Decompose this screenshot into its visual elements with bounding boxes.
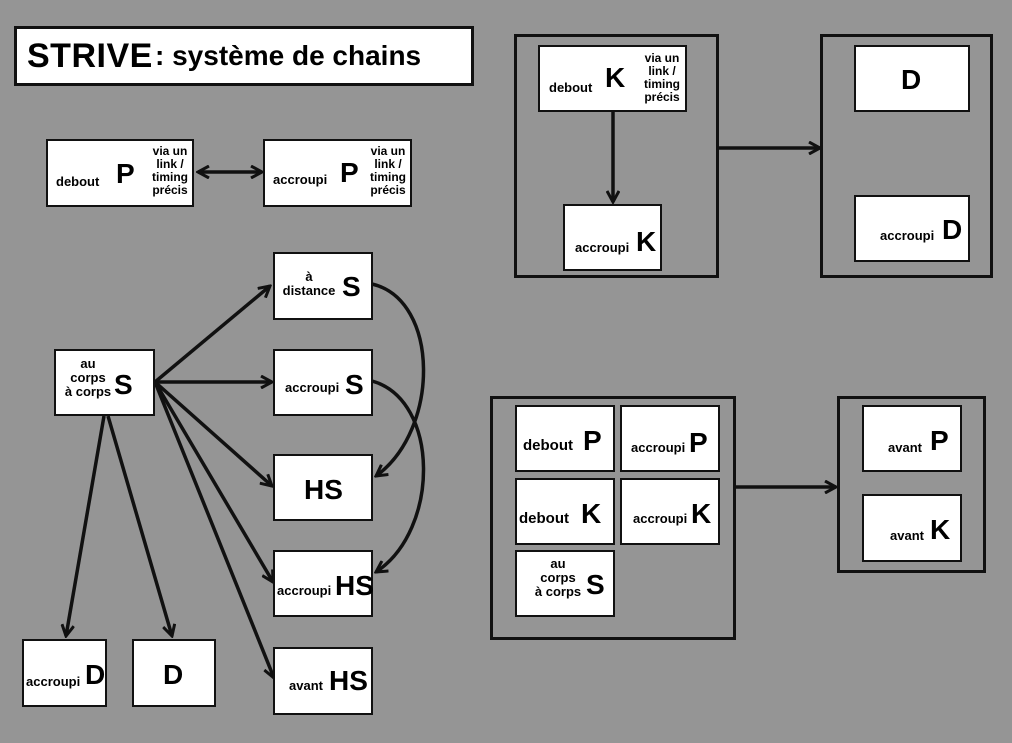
frame-k-chain [514,34,719,278]
node-key: D [85,659,106,690]
frame-avant [837,396,986,573]
node-group-debout-p: debout P [515,405,615,472]
node-group-debout-k: debout K [515,478,615,545]
node-key: HS [304,474,343,505]
node-key: D [942,214,963,245]
node-accroupi-k: accroupi K [563,204,662,271]
node-d-bottom: D [132,639,216,707]
node-label: au corps à corps [534,556,582,599]
node-label: avant [888,440,922,455]
node-label: accroupi [880,228,935,243]
node-corps-s: au corps à corps S [54,349,155,416]
arrow-corps-to-distance-s [153,286,270,384]
node-accroupi-d-top: accroupi D [854,195,970,262]
node-label: accroupi [285,380,340,395]
node-label: accroupi [273,172,328,187]
node-label: debout [549,80,593,95]
node-key: K [691,498,712,529]
arrow-corps-to-d [106,415,172,636]
title-rest: : système de chains [155,40,422,71]
frame-normals-group [490,396,736,640]
arrow-corps-to-accroupi-hs [153,381,273,582]
node-accroupi-p: accroupi P via un link / timing précis [263,139,412,207]
node-key: P [689,427,708,458]
node-key: S [342,271,361,302]
node-label: à distance [282,269,336,298]
node-key: S [345,369,364,400]
node-debout-p: debout P via un link / timing précis [46,139,194,207]
frame-d-chain [820,34,993,278]
node-label: debout [56,174,100,189]
curve-distance-s-to-hs [371,282,426,476]
node-label: accroupi [633,511,688,526]
node-label: accroupi [277,583,332,598]
node-label: accroupi [631,440,686,455]
node-label: accroupi [575,240,630,255]
page-title: STRIVE : système de chains [14,26,474,86]
node-group-accroupi-p: accroupi P [620,405,720,472]
node-hs: HS [273,454,373,521]
node-note: via un link / timing précis [644,51,680,104]
node-label: debout [519,510,569,527]
node-key: K [636,226,657,257]
node-d-top: D [854,45,970,112]
node-label: avant [890,528,924,543]
node-note: via un link / timing précis [152,144,188,197]
node-avant-hs: avant HS [273,647,373,715]
node-group-corps-s: au corps à corps S [515,550,615,617]
node-accroupi-hs: accroupi HS [273,550,374,617]
node-key: P [930,425,949,456]
arrow-corps-to-avant-hs [153,381,274,678]
node-label: avant [289,678,323,693]
node-group-accroupi-k: accroupi K [620,478,720,545]
node-avant-p: avant P [862,405,962,472]
node-distance-s: à distance S [273,252,373,320]
node-avant-k: avant K [862,494,962,562]
node-accroupi-d-bottom: accroupi D [22,639,107,707]
node-note: via un link / timing précis [370,144,406,197]
node-key: K [581,498,602,529]
node-key: S [114,369,133,400]
arrow-corps-to-hs [153,380,272,486]
node-key: K [930,514,951,545]
arrow-corps-to-accroupi-d [66,415,106,636]
node-key: P [116,158,135,189]
node-key: HS [329,665,368,696]
curve-accroupi-s-to-accroupi-hs [371,379,426,572]
node-key: K [605,62,626,93]
node-label: accroupi [26,674,81,689]
node-key: D [163,659,184,690]
node-accroupi-s: accroupi S [273,349,373,416]
title-main: STRIVE [27,37,153,75]
node-key: P [583,425,602,456]
node-key: D [901,64,922,95]
node-debout-k: debout K via un link / timing précis [538,45,687,112]
node-key: P [340,157,359,188]
node-key: S [586,569,605,600]
node-label: debout [523,437,573,454]
node-label: au corps à corps [64,356,112,399]
node-key: HS [335,570,374,601]
